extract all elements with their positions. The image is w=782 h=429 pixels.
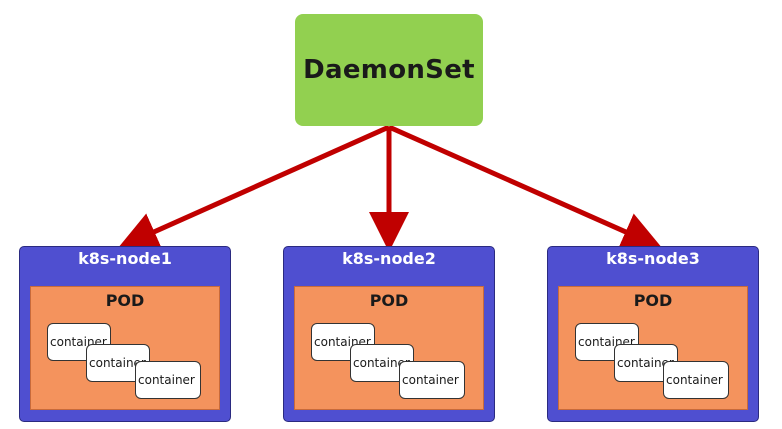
pod-box: POD container container container — [30, 286, 220, 410]
daemonset-box: DaemonSet — [295, 14, 483, 126]
node-k8s-node1: k8s-node1 POD container container contai… — [19, 246, 231, 422]
node-label: k8s-node1 — [78, 249, 172, 268]
node-label: k8s-node3 — [606, 249, 700, 268]
pod-box: POD container container container — [294, 286, 484, 410]
container-box: container — [575, 323, 639, 361]
node-label: k8s-node2 — [342, 249, 436, 268]
pod-label: POD — [369, 291, 409, 310]
pod-box: POD container container container — [558, 286, 748, 410]
container-box: container — [399, 361, 465, 399]
node-k8s-node3: k8s-node3 POD container container contai… — [547, 246, 759, 422]
container-box: container — [135, 361, 201, 399]
arrow-to-node3 — [387, 124, 663, 251]
pod-label: POD — [105, 291, 145, 310]
arrow-to-node1 — [117, 124, 391, 251]
container-box: container — [663, 361, 729, 399]
pod-label: POD — [633, 291, 673, 310]
daemonset-label: DaemonSet — [303, 55, 475, 85]
node-k8s-node2: k8s-node2 POD container container contai… — [283, 246, 495, 422]
